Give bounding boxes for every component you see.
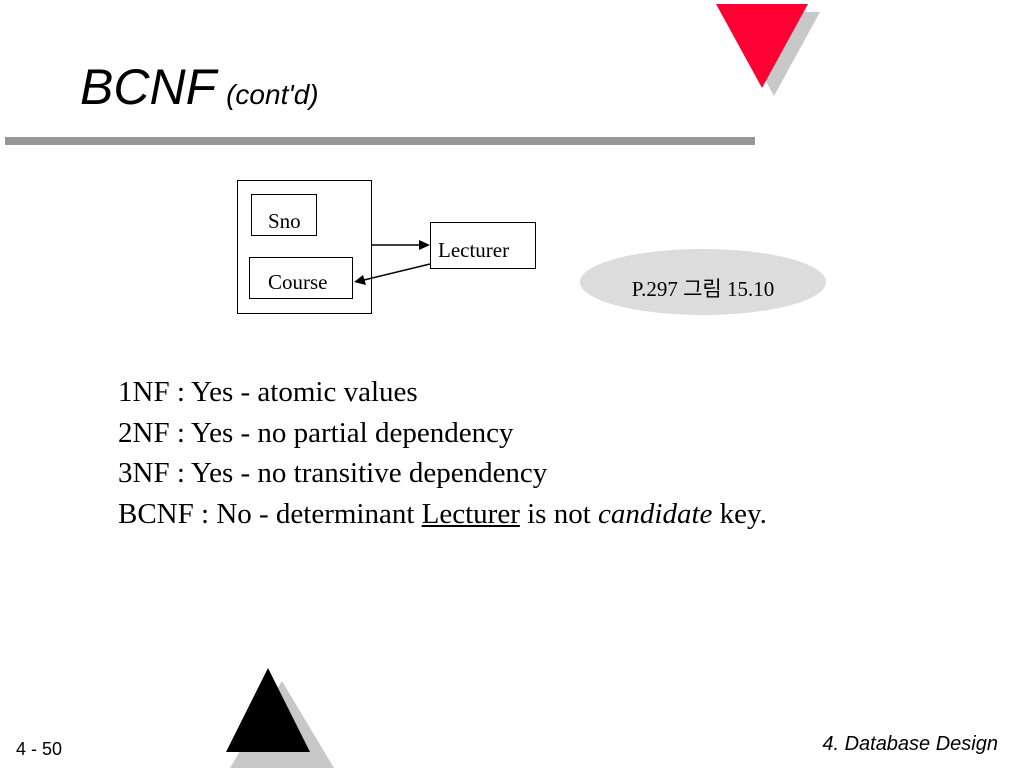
- bcnf-emphasis: candidate: [598, 497, 713, 530]
- chapter-title: 4. Database Design: [822, 733, 998, 755]
- lecturer-box: [430, 222, 536, 269]
- nf3-line: 3NF : Yes - no transitive dependency: [118, 457, 548, 489]
- bcnf-determinant: Lecturer: [421, 497, 520, 530]
- black-triangle-logo: [226, 668, 334, 768]
- dependency-arrows: [354, 240, 431, 285]
- red-triangle-logo: [716, 4, 820, 96]
- bcnf-middle: is not: [519, 497, 599, 530]
- bcnf-line: BCNF : No - determinant Lecturer is not …: [118, 494, 767, 535]
- normal-form-list: 1NF : Yes - atomic values 2NF : Yes - no…: [118, 372, 767, 534]
- course-box: [249, 257, 353, 299]
- arrow-to-course: [363, 263, 431, 281]
- slide-title: BCNF (cont'd): [80, 62, 319, 112]
- sno-box: [251, 194, 317, 236]
- nf1-line: 1NF : Yes - atomic values: [118, 376, 418, 408]
- course-label: Course: [268, 270, 328, 294]
- nf2-line: 2NF : Yes - no partial dependency: [118, 416, 514, 449]
- bcnf-suffix: key.: [712, 497, 767, 530]
- reference-label: P.297 그림 15.10: [631, 277, 775, 301]
- sno-label: Sno: [268, 209, 301, 233]
- triangle-black: [226, 668, 310, 752]
- arrowhead-to-course: [354, 275, 366, 285]
- bcnf-prefix: BCNF : No - determinant: [118, 497, 422, 530]
- slide-title-subtitle: (cont'd): [226, 79, 319, 110]
- arrowhead-to-lecturer: [419, 240, 430, 250]
- triangle-red: [716, 4, 808, 88]
- title-divider: [5, 137, 755, 145]
- lecturer-label: Lecturer: [438, 238, 510, 262]
- page-number: 4 - 50: [16, 739, 63, 759]
- reference-ellipse: [580, 249, 826, 315]
- slide-title-main: BCNF: [80, 59, 217, 115]
